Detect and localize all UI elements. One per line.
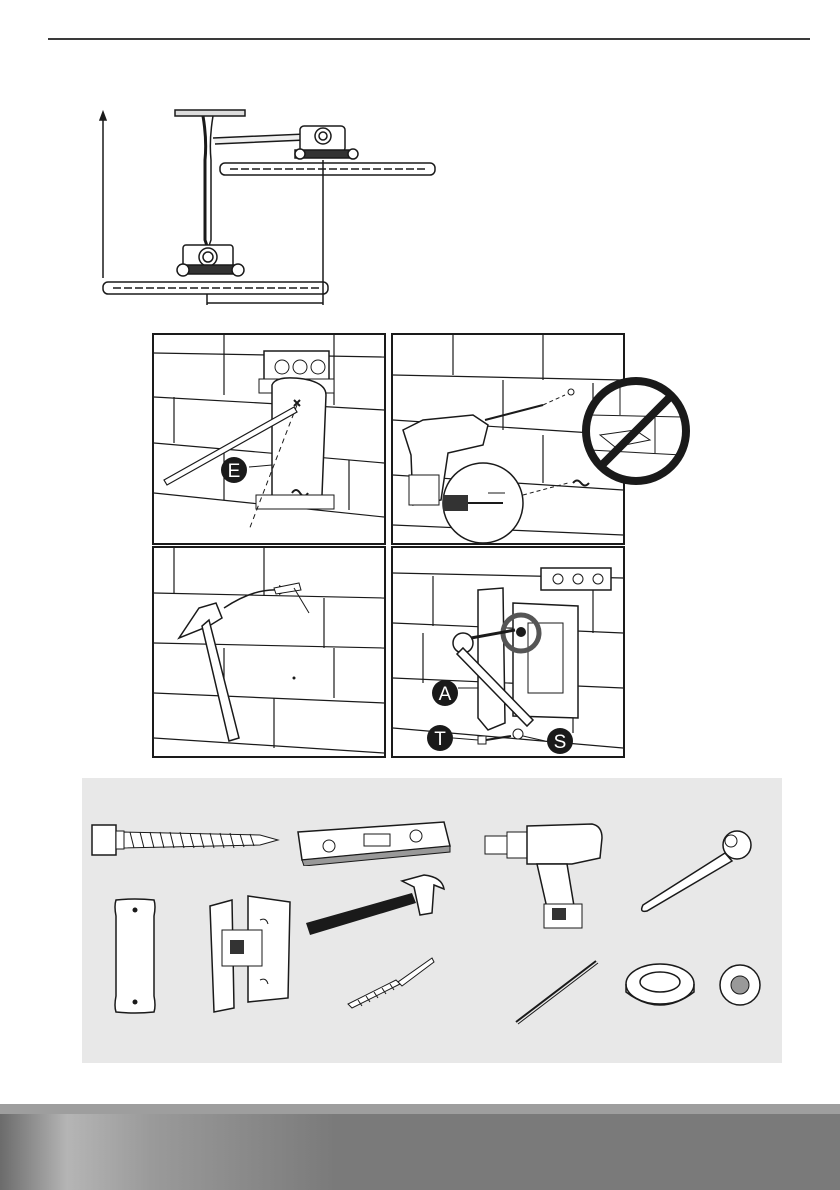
parts-and-tools-panel: [82, 778, 782, 1063]
part-label-a: A: [439, 684, 452, 705]
step-panel-mark-holes: E: [152, 333, 386, 545]
wall-plate-icon: [110, 896, 160, 1016]
anchor-icon: [274, 583, 309, 613]
level-icon: [294, 818, 454, 866]
part-label-s: S: [554, 732, 567, 753]
wall-mount-icon: [200, 890, 295, 1015]
wall-mount-icon: [478, 588, 578, 730]
level-icon: [541, 568, 611, 590]
footer-top-strip: [0, 1104, 840, 1114]
mount-extension-diagram: [95, 100, 445, 315]
hammer-icon: [179, 603, 239, 741]
socket-wrench-icon: [637, 823, 762, 918]
header-rule: [48, 38, 810, 40]
drill-icon: [482, 816, 612, 931]
tape-icon: [622, 958, 700, 1013]
drill-bit-icon: [344, 956, 436, 1011]
washer-icon: [716, 961, 764, 1009]
hammer-icon: [302, 873, 447, 938]
step-panel-attach-mount: A T S: [391, 546, 625, 758]
drill-bit-icon: [485, 405, 543, 420]
wall-plate-icon: [272, 378, 326, 507]
washer-icon: [513, 729, 523, 739]
part-label-t: T: [434, 729, 446, 750]
pencil-icon: [510, 958, 600, 1028]
step-panel-insert-anchors: [152, 546, 386, 758]
no-entry-icon: [580, 375, 692, 487]
lag-bolt-icon: [90, 820, 280, 860]
footer-band: [0, 1104, 840, 1190]
part-label-e: E: [228, 461, 241, 482]
